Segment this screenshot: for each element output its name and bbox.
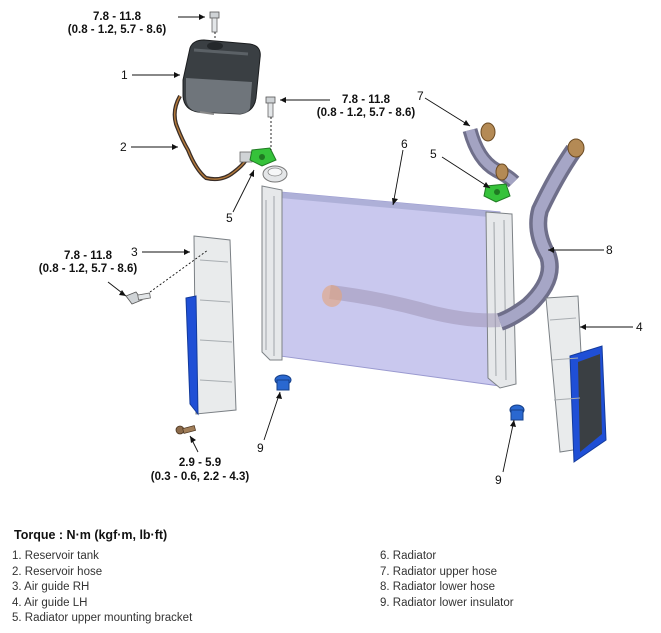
callout-5-right: 5	[430, 147, 437, 161]
torque-left-alt: (0.8 - 1.2, 5.7 - 8.6)	[39, 263, 138, 275]
reservoir-hose	[172, 95, 253, 182]
upper-mounting-bracket-left	[249, 147, 277, 167]
radiator-lower-hose	[496, 138, 585, 331]
callout-7: 7	[417, 89, 424, 103]
exploded-parts-diagram: 1 2 3 4 5 5 6 7 8 9 9 7.8 - 11.8 (0.8 - …	[39, 11, 643, 487]
radiator	[261, 165, 517, 389]
callout-1: 1	[121, 68, 128, 82]
legend-item: 7. Radiator upper hose	[380, 565, 497, 578]
upper-mounting-bracket-right	[483, 183, 511, 203]
callout-2: 2	[120, 140, 127, 154]
torque-units-heading: Torque : N·m (kgf·m, lb·ft)	[14, 528, 168, 542]
bolt-icon	[265, 96, 276, 118]
callout-5-left: 5	[226, 211, 233, 225]
callout-3: 3	[131, 245, 138, 259]
torque-center-alt: (0.8 - 1.2, 5.7 - 8.6)	[317, 107, 416, 119]
legend-item: 4. Air guide LH	[12, 596, 88, 609]
air-guide-rh	[185, 235, 237, 416]
air-guide-lh	[545, 295, 607, 463]
lower-insulator-right	[509, 404, 525, 421]
torque-top-alt: (0.8 - 1.2, 5.7 - 8.6)	[68, 24, 167, 36]
legend-item: 1. Reservoir tank	[12, 550, 99, 562]
callout-9-left: 9	[257, 441, 264, 455]
callout-8: 8	[606, 243, 613, 257]
torque-top-nm: 7.8 - 11.8	[93, 11, 142, 23]
legend-left: 1. Reservoir tank 2. Reservoir hose 3. A…	[12, 549, 192, 627]
callout-6: 6	[401, 137, 408, 151]
leader-lines	[107, 14, 633, 473]
callout-9-right: 9	[495, 473, 502, 487]
screw-icon	[175, 425, 197, 435]
legend-item: 2. Reservoir hose	[12, 565, 103, 578]
torque-bottom-nm: 2.9 - 5.9	[179, 457, 221, 469]
legend-item: 3. Air guide RH	[12, 581, 90, 593]
bolt-icon	[209, 11, 220, 33]
torque-bottom-alt: (0.3 - 0.6, 2.2 - 4.3)	[151, 471, 250, 483]
legend-right: 6. Radiator 7. Radiator upper hose 8. Ra…	[380, 549, 514, 611]
legend-item: 6. Radiator	[380, 550, 437, 562]
legend-item: 9. Radiator lower insulator	[380, 596, 514, 609]
radiator-upper-hose	[462, 122, 520, 188]
lower-insulator-left	[274, 374, 292, 391]
torque-center-nm: 7.8 - 11.8	[342, 94, 391, 106]
legend-item: 5. Radiator upper mounting bracket	[12, 612, 193, 624]
legend-item: 8. Radiator lower hose	[380, 581, 496, 593]
reservoir-tank	[182, 39, 261, 115]
callout-4: 4	[636, 320, 643, 334]
torque-left-nm: 7.8 - 11.8	[64, 250, 113, 262]
bolt-icon	[125, 291, 151, 305]
